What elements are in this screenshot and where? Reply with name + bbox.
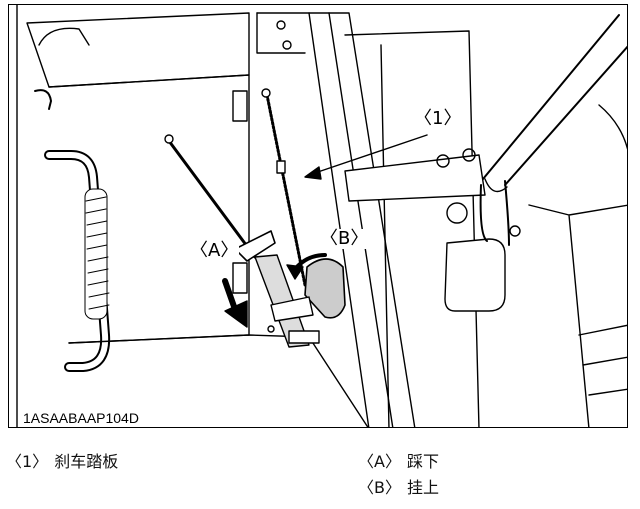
legend-item-press: 〈A〉踩下: [358, 452, 439, 472]
top-bracket: [256, 12, 306, 54]
floor-edge: [68, 334, 369, 427]
callout-leader: [308, 134, 428, 176]
right-lines: [578, 324, 627, 396]
legend-key: 〈A〉: [358, 452, 401, 471]
door-latch-box: [444, 238, 506, 312]
legend-item-brake-pedal: 〈1〉刹车踏板: [6, 452, 118, 472]
handrail-grip: [84, 188, 110, 320]
callout-a: 〈A〉: [189, 240, 240, 261]
legend-text: 踩下: [406, 452, 439, 471]
bolt: [462, 148, 476, 162]
hinge-lower: [232, 262, 248, 294]
press-arrow-head: [224, 300, 248, 328]
bolt: [509, 225, 521, 237]
figure-id-label: 1ASAABAAP104D: [21, 410, 141, 426]
latch-knob: [446, 202, 468, 224]
cable-end: [164, 134, 174, 144]
callout-leader-arrowhead: [304, 166, 322, 180]
cable-clip: [276, 160, 286, 174]
parking-cable: [265, 93, 307, 287]
hinge-upper: [232, 90, 248, 122]
brake-pedal-illustration: [16, 5, 627, 427]
legend-text: 刹车踏板: [54, 452, 119, 471]
upper-panel: [26, 12, 250, 88]
grab-bar: [482, 14, 627, 186]
pillar-side: [328, 12, 416, 427]
door-frame-inner: [380, 44, 390, 427]
callout-b: 〈B〉: [319, 228, 370, 249]
right-structure: [528, 204, 627, 427]
pedal-linkage: [270, 296, 314, 322]
legend-key: 〈1〉: [6, 452, 49, 471]
cable-rod-left: [167, 139, 257, 259]
seat-bracket: [38, 27, 90, 46]
bolt: [282, 40, 292, 50]
pillar-front: [308, 12, 394, 427]
bolt: [436, 154, 450, 168]
callout-1: 〈1〉: [413, 108, 463, 129]
cable-end: [261, 88, 271, 98]
legend-text: 挂上: [406, 478, 439, 497]
grab-bar-joint: [484, 178, 508, 193]
hook: [34, 89, 52, 110]
illustration-figure: 〈1〉 〈A〉 〈B〉 1ASAABAAP104D: [8, 4, 628, 428]
brake-pedal-pad: [234, 230, 276, 262]
legend-key: 〈B〉: [358, 478, 401, 497]
hook-arrow-head: [286, 264, 304, 280]
legend-item-hook: 〈B〉挂上: [358, 478, 439, 498]
pivot-pin: [267, 325, 275, 333]
lock-lever: [304, 258, 346, 319]
right-curve: [598, 104, 627, 150]
bolt: [276, 20, 286, 30]
door-crossbar: [344, 154, 486, 202]
pedal-base: [288, 330, 320, 344]
